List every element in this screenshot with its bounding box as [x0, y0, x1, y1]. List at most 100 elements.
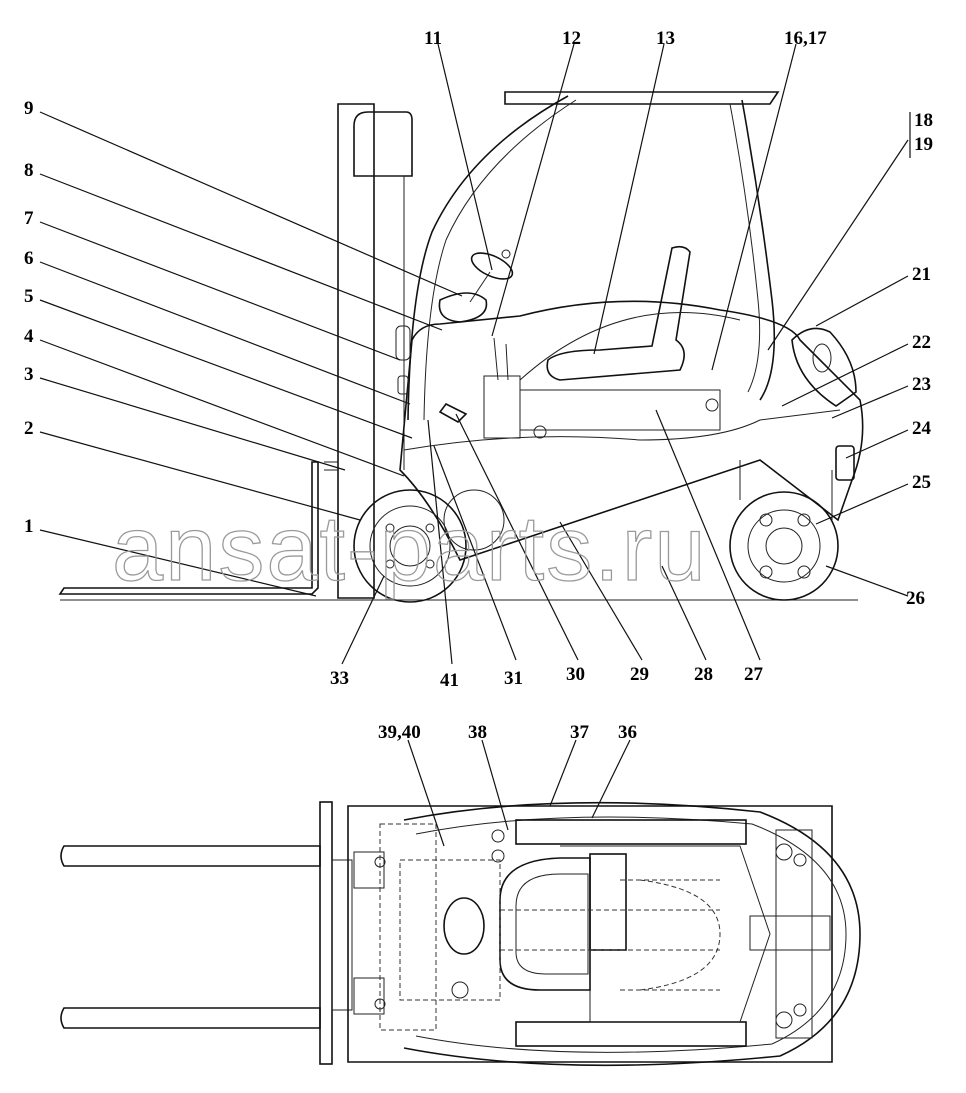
top-hidden-lines	[500, 879, 720, 991]
front-light	[395, 325, 411, 361]
control-levers	[493, 337, 509, 381]
callout-31: 31	[504, 668, 523, 689]
rear-lug	[797, 513, 811, 527]
top-rear-axle	[775, 829, 813, 1039]
callout-2: 2	[24, 418, 34, 439]
steering-wheel	[470, 252, 514, 280]
top-step-bolt	[491, 829, 505, 843]
top-rear-hub	[793, 853, 807, 867]
callout-29: 29	[630, 664, 649, 685]
rear-handle	[835, 445, 855, 481]
top-seat-frame	[499, 857, 591, 991]
top-front-bolt	[374, 856, 386, 868]
top-fork-upper	[60, 845, 321, 867]
top-view	[60, 801, 861, 1067]
carriage	[324, 461, 338, 471]
rear-wheel	[729, 491, 839, 601]
rear-lug	[797, 565, 811, 579]
top-front-wheel-upper	[353, 851, 385, 889]
mast-top-block	[353, 111, 413, 177]
top-body-plate	[560, 845, 771, 1023]
callout-28: 28	[694, 664, 713, 685]
top-callouts: 39,40 38 37 36	[378, 722, 637, 743]
fork	[58, 461, 319, 595]
callout-33: 33	[330, 668, 349, 689]
callout-13: 13	[656, 28, 675, 49]
callout-24: 24	[912, 418, 932, 439]
callout-41: 41	[440, 670, 459, 691]
rear-lamp-housing	[791, 327, 857, 407]
battery-cover	[519, 389, 721, 431]
top-steering-wheel	[443, 897, 485, 955]
callout-37: 37	[570, 722, 590, 743]
rear-axle-mount	[739, 460, 833, 520]
callout-30: 30	[566, 664, 585, 685]
callout-21: 21	[912, 264, 931, 285]
mast-channel	[374, 175, 405, 470]
overhead-guard	[504, 91, 780, 105]
callout-22: 22	[912, 332, 931, 353]
cab-front-pillar	[407, 95, 569, 421]
top-guard-inner	[415, 816, 847, 1053]
callout-23: 23	[912, 374, 931, 395]
callout-26: 26	[906, 588, 925, 609]
rear-rim	[747, 509, 821, 583]
callout-25: 25	[912, 472, 931, 493]
front-lug	[385, 559, 395, 569]
callout-27: 27	[744, 664, 764, 685]
callout-11: 11	[424, 28, 442, 49]
top-front-bolt	[374, 998, 386, 1010]
top-rear-hub	[793, 1003, 807, 1017]
top-overhead-guard	[403, 801, 861, 1067]
front-hub	[389, 525, 431, 567]
callout-12: 12	[562, 28, 581, 49]
operator-seat	[546, 245, 691, 381]
front-rim	[369, 505, 451, 587]
watermark: ansat-parts.ru	[112, 498, 708, 600]
rear-lug	[759, 565, 773, 579]
front-lug	[425, 559, 435, 569]
front-lug	[425, 523, 435, 533]
cover-bolt	[533, 425, 547, 439]
dashboard-pod	[438, 292, 488, 323]
top-chassis	[347, 805, 833, 1063]
side-view	[58, 91, 864, 603]
top-step-bolt	[491, 849, 505, 863]
callout-18: 18	[914, 110, 933, 131]
pedal	[438, 402, 468, 423]
front-lug	[385, 523, 395, 533]
top-leaders	[407, 739, 631, 847]
steering-knob	[501, 249, 511, 259]
rear-hub	[765, 527, 803, 565]
top-drive-unit	[399, 859, 501, 1001]
truck-body	[399, 300, 864, 561]
top-front-frame	[379, 823, 437, 1031]
front-indicator	[397, 375, 409, 395]
callout-3: 3	[24, 364, 34, 385]
top-carriage	[319, 801, 333, 1065]
cab-rear-pillar	[741, 99, 776, 401]
callout-38: 38	[468, 722, 487, 743]
seat-hood	[519, 312, 741, 381]
side-leaders	[39, 43, 911, 665]
top-fork-lower	[60, 1007, 321, 1029]
control-console	[483, 375, 521, 439]
top-axle-beam	[749, 915, 831, 951]
callout-4: 4	[24, 326, 34, 347]
cover-latch	[705, 398, 719, 412]
callout-7: 7	[24, 208, 34, 229]
top-battery-outline	[639, 879, 721, 991]
callout-39-40: 39,40	[378, 722, 421, 743]
callout-9: 9	[24, 98, 34, 119]
top-battery-edge-top	[515, 819, 747, 845]
front-wheel	[353, 489, 467, 603]
top-seat-back	[589, 853, 627, 951]
callout-1: 1	[24, 516, 34, 537]
top-front-wheel-lower	[353, 977, 385, 1015]
steering-column	[469, 271, 491, 303]
top-seat-frame-inner	[515, 873, 589, 975]
callout-19: 19	[914, 134, 933, 155]
callout-5: 5	[24, 286, 34, 307]
